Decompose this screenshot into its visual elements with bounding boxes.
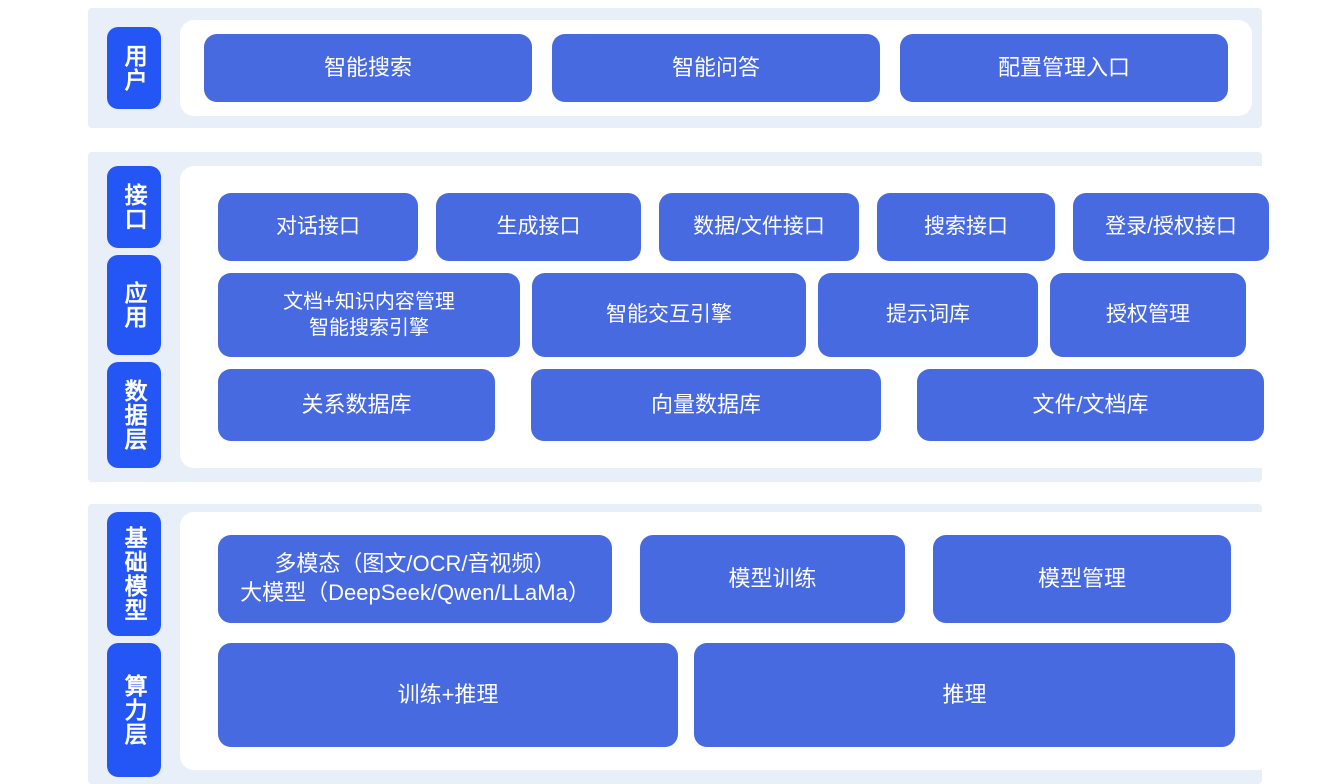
card-relational-database[interactable]: 关系数据库 (218, 369, 495, 441)
card-training-plus-inference[interactable]: 训练+推理 (218, 643, 678, 747)
tier-tab-interface[interactable]: 接口 (107, 166, 161, 248)
card-prompt-library[interactable]: 提示词库 (818, 273, 1038, 357)
card-multimodal-large-model[interactable]: 多模态（图文/OCR/音视频） 大模型（DeepSeek/Qwen/LLaMa） (218, 535, 612, 623)
tier-tab-column-infra: 基础模型 算力层 (88, 504, 180, 784)
tier-tab-column-user: 用户 (88, 8, 180, 128)
card-intelligent-interaction-engine[interactable]: 智能交互引擎 (532, 273, 806, 357)
card-model-management[interactable]: 模型管理 (933, 535, 1231, 623)
panel-user-layer: 智能搜索 智能问答 配置管理入口 (180, 20, 1252, 116)
panel-core-layers: 对话接口 生成接口 数据/文件接口 搜索接口 登录/授权接口 文档+知识内容管理… (180, 166, 1307, 468)
tier-tab-compute-layer[interactable]: 算力层 (107, 643, 161, 777)
row-application-modules: 文档+知识内容管理 智能搜索引擎 智能交互引擎 提示词库 授权管理 (218, 273, 1269, 357)
card-intelligent-qa[interactable]: 智能问答 (552, 34, 880, 102)
tier-tab-user[interactable]: 用户 (107, 27, 161, 109)
tier-tab-column-core: 接口 应用 数据层 (88, 152, 180, 482)
card-data-file-api[interactable]: 数据/文件接口 (659, 193, 859, 261)
card-vector-database[interactable]: 向量数据库 (531, 369, 881, 441)
section-infrastructure-layers: 基础模型 算力层 多模态（图文/OCR/音视频） 大模型（DeepSeek/Qw… (88, 504, 1273, 784)
panel-infrastructure-layers: 多模态（图文/OCR/音视频） 大模型（DeepSeek/Qwen/LLaMa）… (180, 512, 1273, 770)
tier-tab-data-layer[interactable]: 数据层 (107, 362, 161, 468)
tier-tab-application[interactable]: 应用 (107, 255, 161, 355)
section-user-layer: 用户 智能搜索 智能问答 配置管理入口 (88, 8, 1262, 128)
card-generation-api[interactable]: 生成接口 (436, 193, 641, 261)
tier-tab-foundation-model[interactable]: 基础模型 (107, 512, 161, 636)
card-dialog-api[interactable]: 对话接口 (218, 193, 418, 261)
card-intelligent-search[interactable]: 智能搜索 (204, 34, 532, 102)
card-document-knowledge-management[interactable]: 文档+知识内容管理 智能搜索引擎 (218, 273, 520, 357)
row-user-entries: 智能搜索 智能问答 配置管理入口 (204, 34, 1228, 102)
row-compute-modules: 训练+推理 推理 (218, 643, 1235, 747)
card-search-api[interactable]: 搜索接口 (877, 193, 1055, 261)
card-file-document-store[interactable]: 文件/文档库 (917, 369, 1264, 441)
card-authorization-management[interactable]: 授权管理 (1050, 273, 1246, 357)
row-data-stores: 关系数据库 向量数据库 文件/文档库 (218, 369, 1269, 441)
row-model-modules: 多模态（图文/OCR/音视频） 大模型（DeepSeek/Qwen/LLaMa）… (218, 535, 1235, 623)
row-interface-apis: 对话接口 生成接口 数据/文件接口 搜索接口 登录/授权接口 (218, 193, 1269, 261)
card-login-auth-api[interactable]: 登录/授权接口 (1073, 193, 1269, 261)
card-inference[interactable]: 推理 (694, 643, 1235, 747)
card-model-training[interactable]: 模型训练 (640, 535, 905, 623)
section-core-layers: 接口 应用 数据层 对话接口 生成接口 数据/文件接口 搜索接口 登录/授权接口… (88, 152, 1307, 482)
card-config-management-entry[interactable]: 配置管理入口 (900, 34, 1228, 102)
